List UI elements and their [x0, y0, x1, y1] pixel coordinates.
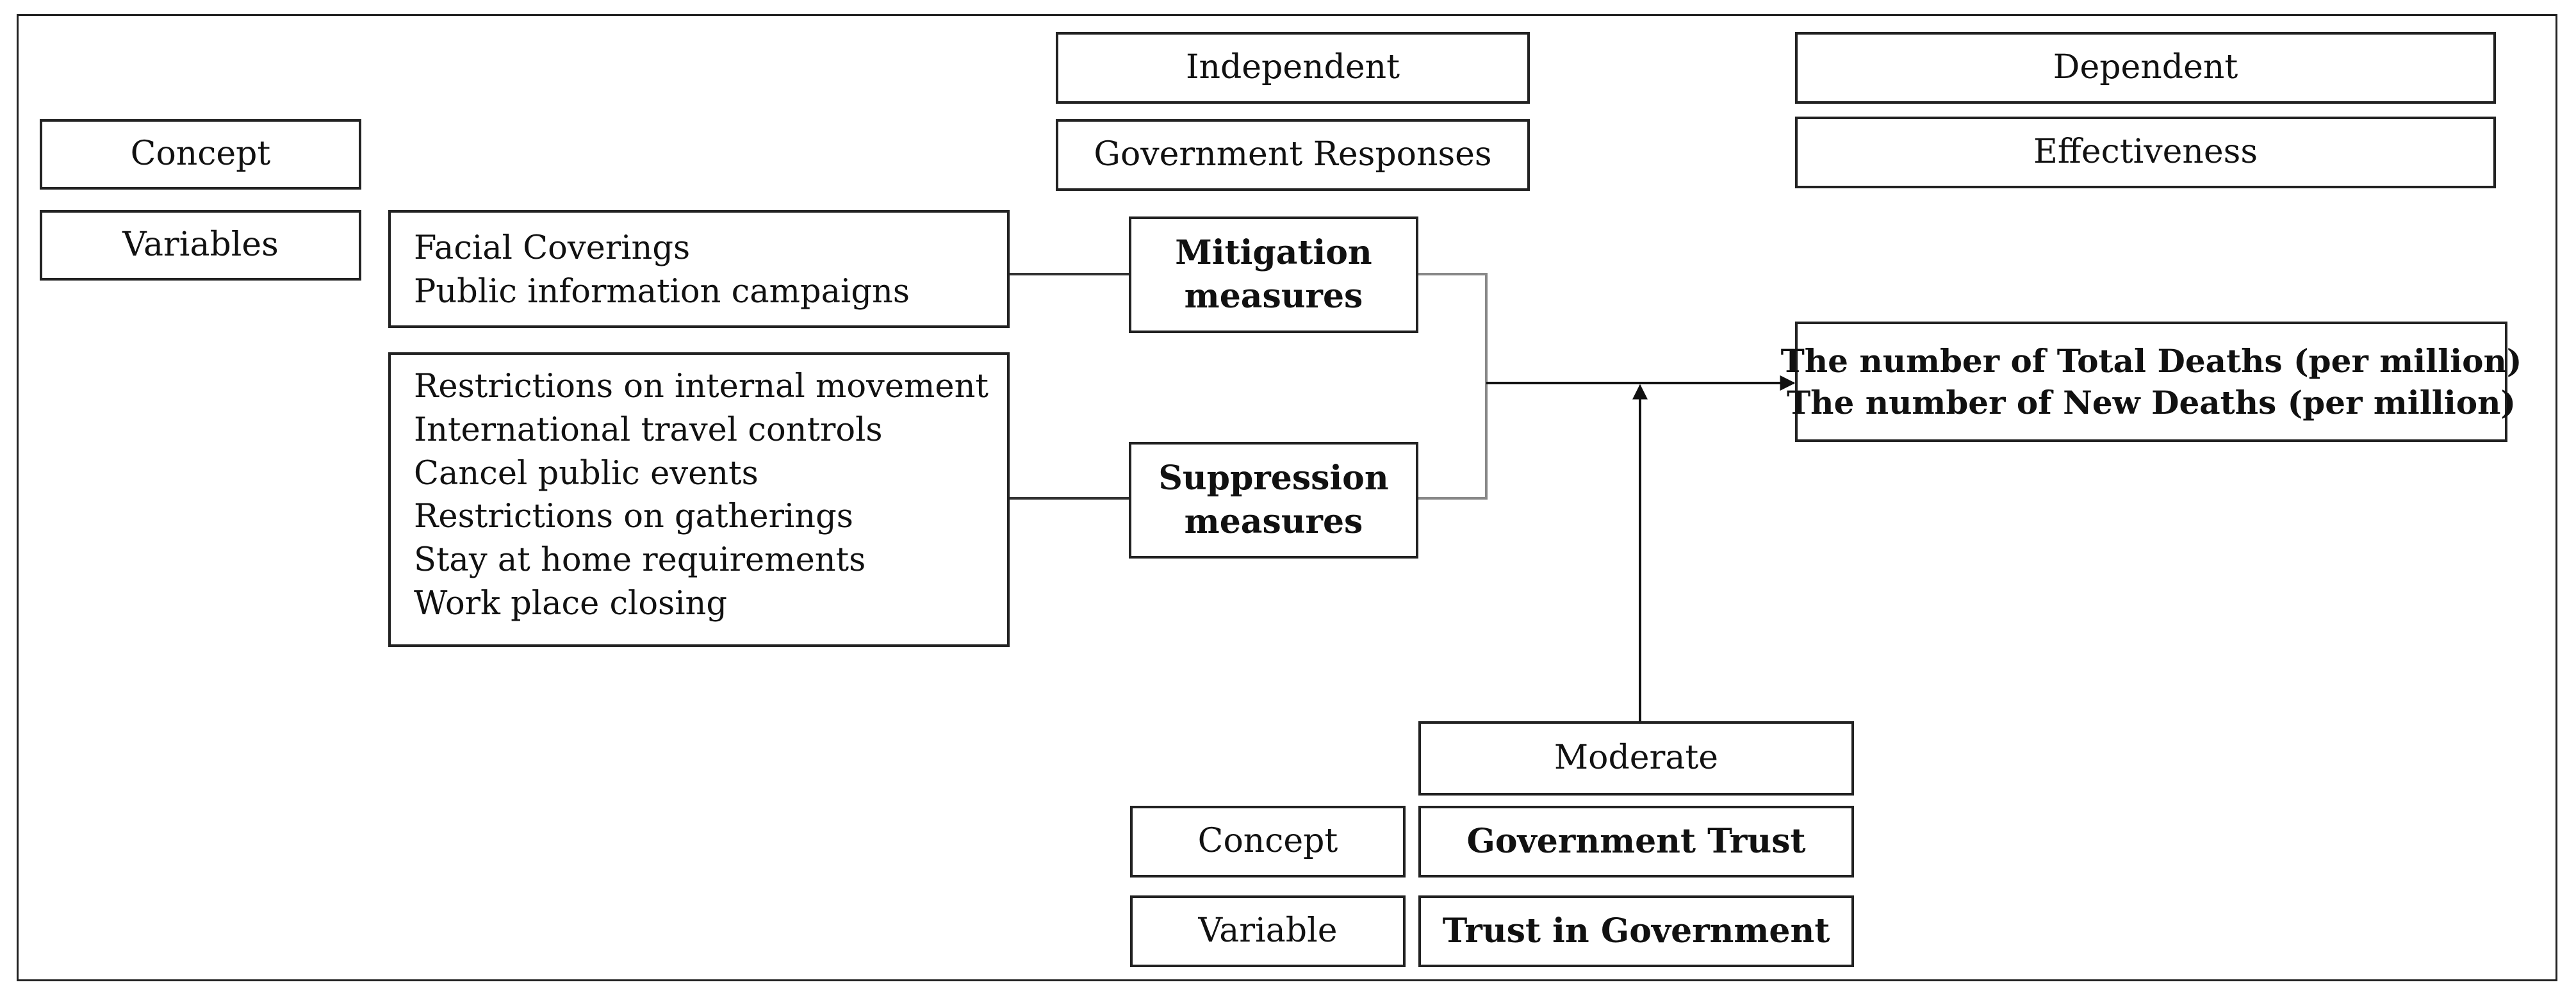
moderator-variable-label-box: Variable [1130, 895, 1406, 967]
trust-in-government-label: Trust in Government [1442, 911, 1830, 951]
diagram-frame [17, 14, 2557, 981]
moderate-label: Moderate [1554, 739, 1719, 778]
suppression-to-junction-connector [1417, 383, 1488, 500]
suppression-measures-label: Suppression [1158, 459, 1389, 498]
outcome-box: The number of Total Deaths (per million)… [1781, 322, 2522, 442]
independent-label: Independent [1185, 48, 1400, 87]
variables-label-box: Variables [40, 210, 361, 281]
mitigation-measures-box: Mitigation measures [1129, 216, 1418, 333]
government-trust-label: Government Trust [1466, 822, 1806, 861]
dependent-label: Dependent [2053, 48, 2238, 87]
government-trust-box: Government Trust [1418, 806, 1854, 878]
outcome-total-deaths: The number of Total Deaths (per million) [1780, 342, 2522, 380]
suppression-variable-item: International travel controls [414, 411, 883, 449]
independent-box: Independent [1056, 32, 1530, 104]
government-responses-box: Government Responses [1056, 119, 1530, 191]
suppression-variable-item: Stay at home requirements [414, 541, 866, 580]
variables-label: Variables [122, 225, 279, 265]
mitigation-variable-item: Facial Coverings [414, 229, 691, 267]
concept-label: Concept [130, 135, 271, 174]
suppression-variable-item: Restrictions on gatherings [414, 498, 853, 536]
mitigation-variables-box: Facial Coverings Public information camp… [388, 210, 1010, 328]
mitigation-measures-label: Mitigation [1175, 233, 1372, 273]
government-responses-label: Government Responses [1094, 135, 1492, 174]
mitigation-measures-label: measures [1184, 277, 1363, 316]
suppression-variable-item: Work place closing [414, 585, 728, 623]
moderator-concept-label-box: Concept [1130, 806, 1406, 878]
suppression-measures-box: Suppression measures [1129, 442, 1418, 559]
suppression-measures-label: measures [1184, 502, 1363, 541]
effectiveness-label: Effectiveness [2033, 133, 2258, 172]
concept-label-box: Concept [40, 119, 361, 190]
moderator-variable-label: Variable [1198, 911, 1338, 951]
mitigation-variable-item: Public information campaigns [414, 272, 910, 311]
suppression-variable-item: Restrictions on internal movement [414, 368, 989, 405]
outcome-new-deaths: The number of New Deaths (per million) [1786, 384, 2516, 421]
mitigation-to-junction-connector [1417, 273, 1488, 383]
trust-in-government-box: Trust in Government [1418, 895, 1854, 967]
suppression-variables-box: Restrictions on internal movement Intern… [388, 352, 1010, 647]
dependent-box: Dependent [1795, 32, 2496, 104]
moderator-concept-label: Concept [1197, 822, 1338, 861]
effectiveness-box: Effectiveness [1795, 117, 2496, 188]
moderate-box: Moderate [1418, 721, 1854, 796]
suppression-variable-item: Cancel public events [414, 454, 759, 493]
